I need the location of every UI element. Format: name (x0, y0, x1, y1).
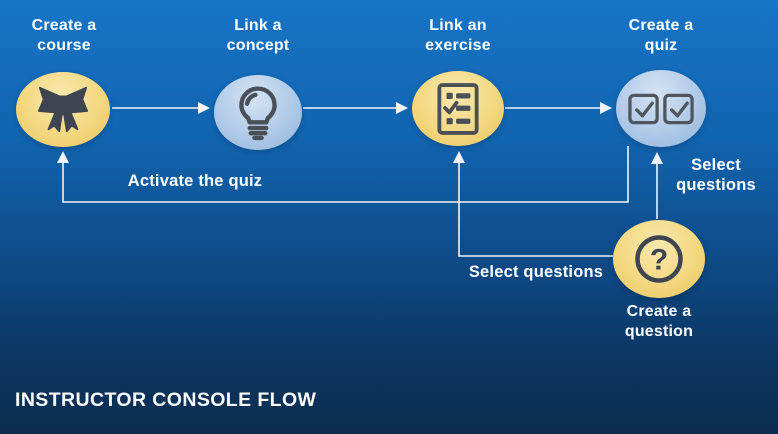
node-label-create-question: Create a question (624, 303, 694, 340)
node-label-create-course: Create a course (31, 17, 97, 54)
node-link-exercise (412, 71, 504, 146)
node-link-concept (214, 75, 302, 150)
arrow-select-questions-to-exercise (453, 151, 613, 257)
node-create-course (16, 72, 110, 147)
edge-label-select-questions-side: Select questions (676, 156, 756, 194)
edge-label-activate-quiz: Activate the quiz (127, 172, 263, 190)
edge-label-select-questions-bottom: Select questions (468, 263, 604, 281)
node-create-quiz (616, 70, 706, 147)
node-label-create-quiz: Create a quiz (628, 17, 694, 54)
node-label-link-concept: Link a concept (226, 17, 290, 54)
question-mark-icon: ? (635, 235, 683, 283)
node-label-link-exercise: Link an exercise (425, 17, 491, 54)
double-checkbox-icon (628, 93, 694, 124)
svg-text:?: ? (650, 244, 668, 277)
award-ribbon-icon (37, 86, 89, 132)
node-create-question: ? (613, 220, 705, 298)
checklist-icon (437, 82, 479, 135)
lightbulb-icon (239, 85, 277, 140)
page-title: INSTRUCTOR CONSOLE FLOW (15, 389, 317, 411)
